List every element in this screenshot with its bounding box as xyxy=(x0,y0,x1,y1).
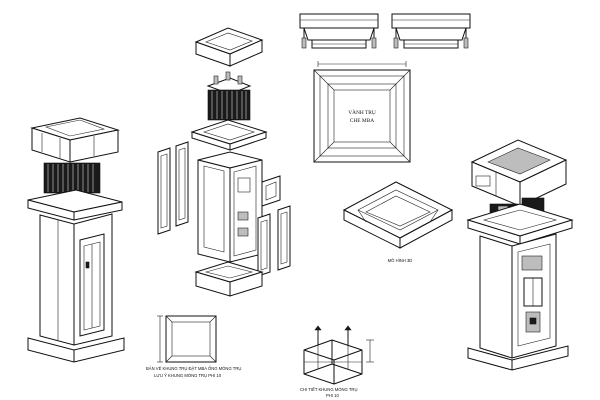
ring-3d-caption: MÔ HÌNH 3D xyxy=(388,258,413,263)
exploded-caption-line2: LƯU Ý KHUNG MÓNG TRỤ PHI 10 xyxy=(154,373,222,378)
ring-title-line1: VÀNH TRỤ xyxy=(348,108,376,116)
exploded-side-panels-right xyxy=(257,175,291,277)
foundation-plan-view: BẢN VẼ KHUNG TRỤ ĐẶT MBA ỐNG MÓNG TRỤ LƯ… xyxy=(146,315,241,378)
exploded-transformer xyxy=(206,71,252,121)
frame-caption-line1: CHI TIẾT KHUNG MÓNG TRỤ xyxy=(300,387,357,392)
frame-caption-line2: PHI 10 xyxy=(326,393,339,398)
transformer-fins-left xyxy=(43,162,101,194)
kiosk-internal-components xyxy=(521,255,543,333)
exploded-view xyxy=(157,27,291,297)
exploded-column-body xyxy=(197,151,263,263)
ring-3d-model: MÔ HÌNH 3D xyxy=(342,181,454,263)
exploded-base xyxy=(194,261,264,297)
exploded-side-panels-left xyxy=(157,141,189,235)
exploded-top-cap xyxy=(194,27,264,67)
ring-plan-view: VÀNH TRỤ CHE MBA xyxy=(313,61,411,163)
ring-elevation-left xyxy=(299,13,379,49)
kiosk-door-left xyxy=(79,233,105,337)
exploded-upper-ring xyxy=(190,119,268,151)
exploded-caption-line1: BẢN VẼ KHUNG TRỤ ĐẶT MBA ỐNG MÓNG TRỤ xyxy=(146,366,241,371)
ring-elevation-right xyxy=(391,13,471,49)
kiosk-assembled-left xyxy=(27,117,125,363)
foundation-frame-detail: CHI TIẾT KHUNG MÓNG TRỤ PHI 10 xyxy=(300,325,374,398)
ring-title-line2: CHE MBA xyxy=(350,118,375,124)
kiosk-assembled-right xyxy=(466,139,574,371)
